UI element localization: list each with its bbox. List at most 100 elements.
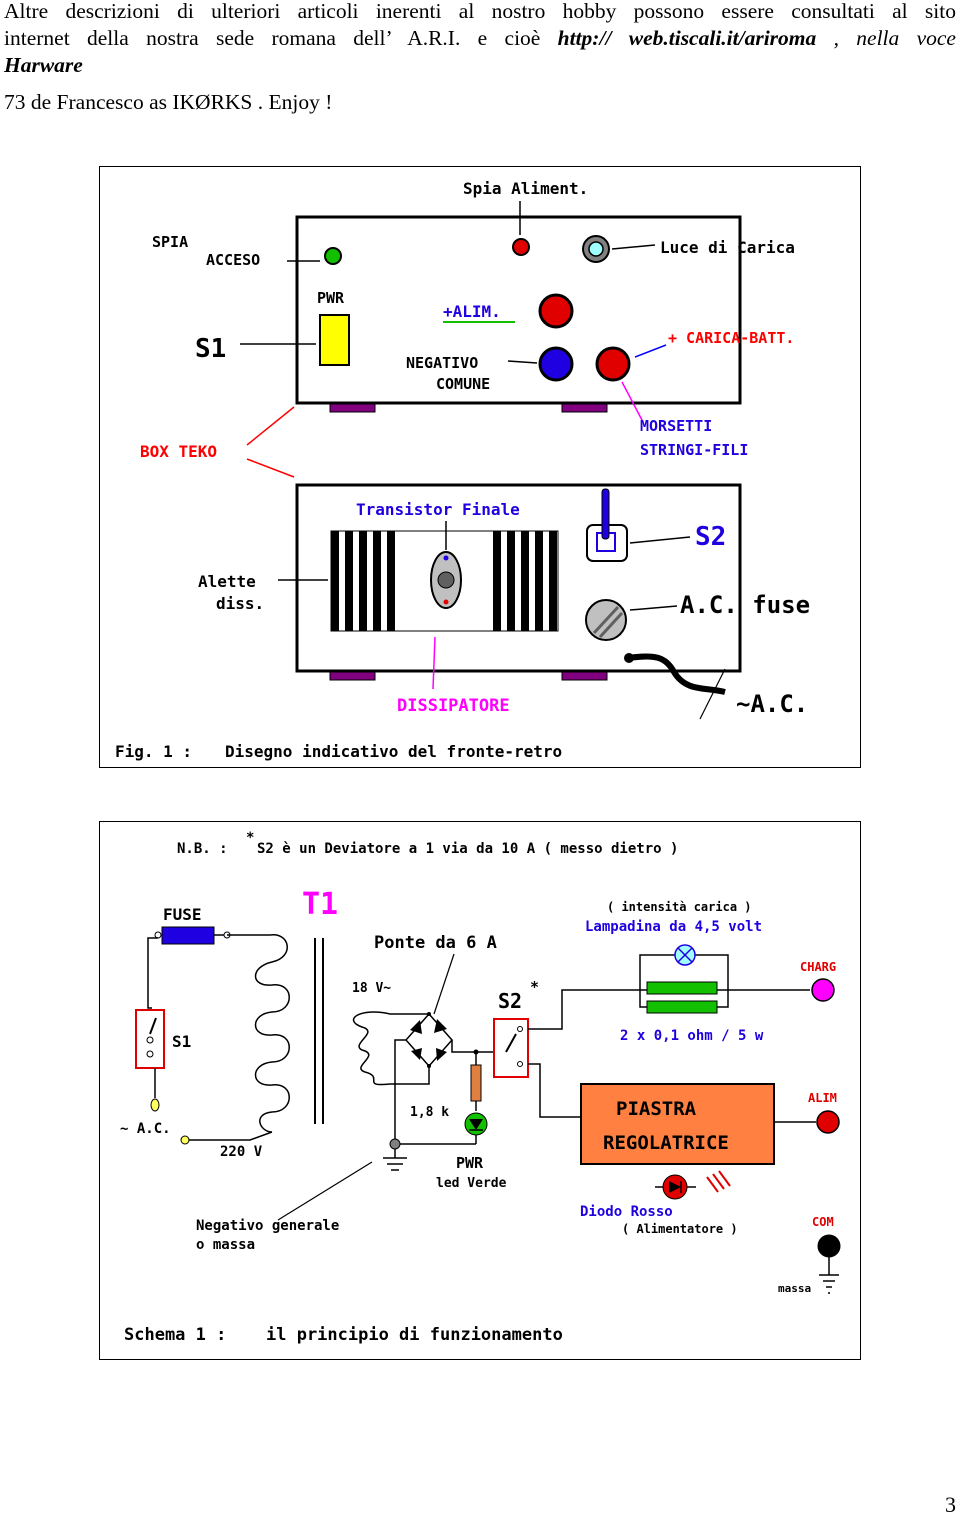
- bridge-rectifier: [404, 1012, 454, 1068]
- bridge-ac-in-2: [390, 1066, 430, 1085]
- spia-aliment-label: Spia Aliment.: [463, 179, 588, 198]
- resistor-1k8: [470, 1064, 482, 1102]
- piastra-label: PIASTRA: [616, 1098, 697, 1120]
- alimentatore-label: ( Alimentatore ): [622, 1222, 738, 1236]
- led-verde-label: led Verde: [436, 1176, 507, 1191]
- resistors-label: 2 x 0,1 ohm / 5 w: [620, 1028, 764, 1044]
- res-1k8-label: 1,8 k: [410, 1105, 449, 1120]
- secondary-coil: [352, 1011, 391, 1086]
- red-led-ray-3: [718, 1170, 731, 1187]
- negativo-label: NEGATIVO: [406, 354, 478, 372]
- intro-paragraph: Altre descrizioni di ulteriori articoli …: [4, 0, 956, 79]
- fuse-label: FUSE: [163, 905, 202, 924]
- com-terminal: [817, 1234, 841, 1258]
- nb-text: S2 è un Deviatore a 1 via da 10 A ( mess…: [257, 841, 678, 857]
- charge-lamp: [588, 241, 604, 257]
- regulator-board: [580, 1083, 775, 1165]
- ac-label: ~ A.C.: [120, 1121, 171, 1137]
- box-teko-pointer-rear: [246, 458, 295, 478]
- lamp-label: Lampadina da 4,5 volt: [585, 919, 762, 935]
- massa-label: massa: [778, 1282, 811, 1295]
- power-switch-s1: [319, 314, 350, 366]
- figure-1-caption-text: Disegno indicativo del fronte-retro: [225, 742, 562, 761]
- s2-to-regulator-wire: [528, 1063, 581, 1118]
- charge-battery-terminal: [595, 346, 631, 382]
- v18-label: 18 V~: [352, 981, 391, 996]
- power-indicator-led: [512, 238, 530, 256]
- transistor-mount: [437, 571, 455, 589]
- ac-fuse-pointer: [629, 605, 678, 611]
- figure-2-caption-number: Schema 1 :: [124, 1325, 226, 1345]
- rear-foot-right: [561, 671, 608, 681]
- rear-foot-left: [329, 671, 376, 681]
- s2-pointer: [629, 536, 691, 544]
- figure-2-svg: N.B. : * S2 è un Deviatore a 1 via da 10…: [120, 830, 841, 1345]
- ariroma-link[interactable]: http:// web.tiscali.it/ariroma: [557, 26, 817, 50]
- box-teko-pointer-front: [246, 406, 295, 446]
- morsetti-label: MORSETTI: [640, 417, 712, 435]
- front-foot-left: [329, 403, 376, 413]
- switch-s1-lever: [149, 1017, 157, 1035]
- figure-1-svg: Spia Aliment. SPIA ACCESO Luce di Carica…: [115, 179, 810, 761]
- dissipatore-label: DISSIPATORE: [397, 696, 510, 716]
- ground-node: [389, 1138, 401, 1150]
- intro-line-1: Altre descrizioni di ulteriori articoli …: [4, 0, 956, 23]
- negative-massa-label: o massa: [196, 1237, 255, 1253]
- red-led-symbol: [669, 1181, 681, 1193]
- carica-batt-pointer: [634, 344, 667, 358]
- carica-batt-label: + CARICA-BATT.: [668, 329, 794, 347]
- red-led-ray-2: [712, 1173, 725, 1190]
- shunt-resistor-1: [646, 981, 718, 995]
- shunt-wire-left: [639, 990, 647, 1008]
- pwr-label: PWR: [456, 1154, 484, 1172]
- alim-label: +ALIM.: [443, 302, 501, 321]
- page-number: 3: [945, 1492, 956, 1517]
- charg-label: CHARG: [800, 960, 836, 974]
- transistor-screw-bottom: [443, 599, 449, 605]
- figure-2-schematic: N.B. : * S2 è un Deviatore a 1 via da 10…: [99, 821, 861, 1360]
- switch-s2-lever: [601, 488, 610, 540]
- primary-coil: [227, 934, 290, 1133]
- bridge-negative-wire: [394, 1039, 406, 1144]
- figure-1-caption-number: Fig. 1 :: [115, 742, 192, 761]
- intro-line-2-suffix: , nella voce: [816, 26, 956, 50]
- acceso-label: ACCESO: [206, 251, 260, 269]
- heatsink-fins: [331, 531, 557, 631]
- ac-return-wire: [189, 1131, 273, 1141]
- intro-line-2-prefix: internet della nostra sede romana dell’ …: [4, 26, 558, 50]
- figure-1-front-rear-drawing: Spia Aliment. SPIA ACCESO Luce di Carica…: [99, 166, 861, 768]
- ac-cord-pointer: [699, 668, 726, 720]
- regolatrice-label: REGOLATRICE: [603, 1132, 729, 1154]
- ac-fuse-slot-1: [592, 605, 620, 635]
- on-indicator-led: [324, 247, 342, 265]
- shunt-wire-right: [717, 990, 729, 1008]
- figure-2-caption-text: il principio di funzionamento: [266, 1325, 563, 1345]
- ac-fuse-label: A.C. fuse: [680, 591, 810, 619]
- bridge-positive-wire: [451, 1036, 495, 1053]
- charg-terminal: [811, 978, 835, 1002]
- switch-s2-contact-regulator: [517, 1061, 523, 1067]
- ac-label: ~A.C.: [736, 690, 808, 718]
- switch-s1-contact-top: [146, 1036, 154, 1044]
- alette-label: Alette: [198, 572, 256, 591]
- s1-label: S1: [195, 334, 226, 364]
- diodo-rosso-label: Diodo Rosso: [580, 1204, 673, 1220]
- stringi-fili-label: STRINGI-FILI: [640, 441, 748, 459]
- closing-line: 73 de Francesco as IKØRKS . Enjoy !: [4, 90, 333, 114]
- alim-label: ALIM: [808, 1091, 837, 1105]
- fuse-to-s1-wire: [147, 937, 158, 1009]
- comune-label: COMUNE: [436, 375, 490, 393]
- switch-s2-contact-charge: [517, 1026, 523, 1032]
- morsetti-pointer: [621, 381, 644, 423]
- switch-s2-lever: [505, 1033, 517, 1053]
- fuse-terminal-left: [154, 931, 162, 939]
- switch-s2-body: [493, 1018, 529, 1078]
- charge-lamp-cross-2: [677, 947, 693, 963]
- dissipatore-pointer: [432, 636, 436, 690]
- section-name: Harware: [4, 53, 83, 77]
- s2-label: S2: [498, 989, 522, 1013]
- intensity-label: ( intensità carica ): [607, 900, 752, 914]
- s2-to-charge-wire: [528, 989, 640, 1030]
- negative-general-label: Negativo generale: [196, 1218, 339, 1234]
- ground-symbol: [383, 1157, 407, 1171]
